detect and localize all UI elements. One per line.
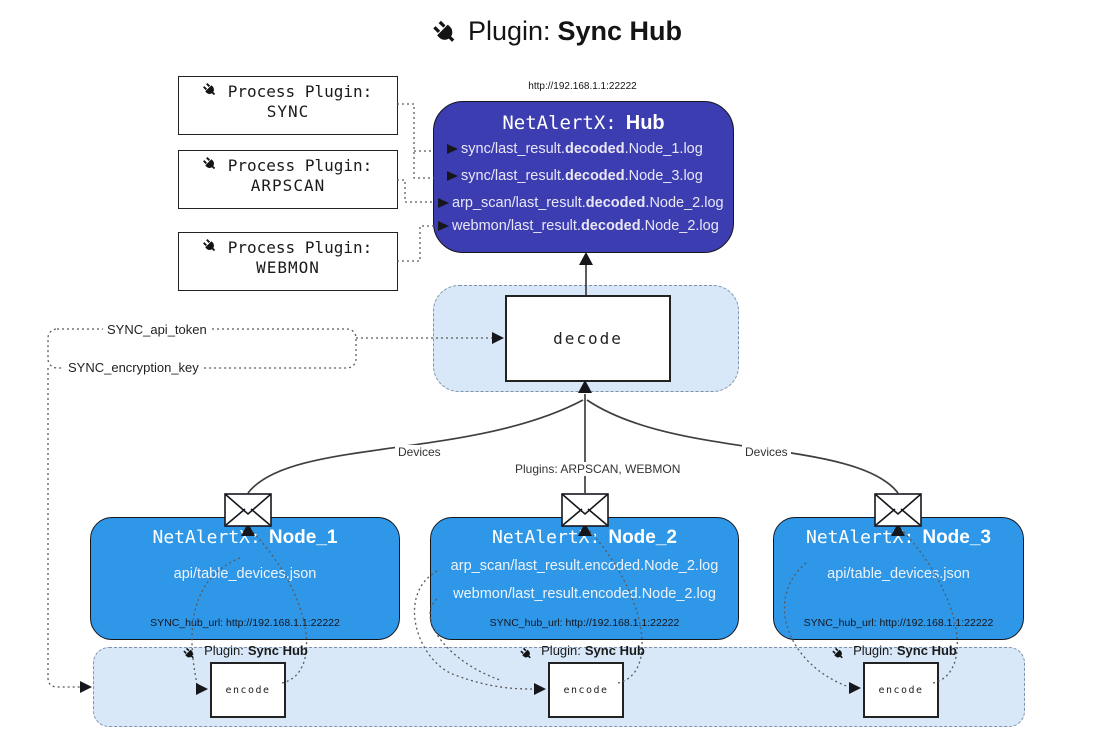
hub-log-row: sync/last_result.decoded.Node_1.log xyxy=(438,139,703,159)
process-plugin-name: ARPSCAN xyxy=(250,176,326,195)
hub-log-row: webmon/last_result.decoded.Node_2.log xyxy=(438,216,719,236)
netalertx-node2-box: NetAlertX:Node_2 arp_scan/last_result.en… xyxy=(430,517,739,640)
arrow-right-icon xyxy=(447,171,458,181)
process-plugin-name: SYNC xyxy=(266,102,310,121)
page-title-name: Sync Hub xyxy=(557,16,683,46)
process-plugin-sync-box: Process Plugin: SYNC xyxy=(178,76,398,135)
hub-title-name: Hub xyxy=(625,112,665,134)
arrow-right-icon xyxy=(447,144,458,154)
node-hub-url: SYNC_hub_url: http://192.168.1.1:22222 xyxy=(489,617,680,629)
strip-plugin-label: Plugin:Sync Hub xyxy=(146,643,346,663)
process-plugin-webmon-box: Process Plugin: WEBMON xyxy=(178,232,398,291)
node-hub-url: SYNC_hub_url: http://192.168.1.1:22222 xyxy=(150,617,340,629)
node-hub-url: SYNC_hub_url: http://192.168.1.1:22222 xyxy=(803,617,994,629)
hub-log-text: arp_scan/last_result.decoded.Node_2.log xyxy=(452,195,724,211)
page-title-prefix: Plugin: xyxy=(467,16,551,46)
process-plugin-label: Process Plugin: xyxy=(227,156,373,175)
node-file-label: api/table_devices.json xyxy=(173,566,317,582)
edge-label-devices-left: Devices xyxy=(395,445,444,459)
sync-encryption-key-label: SYNC_encryption_key xyxy=(64,360,203,375)
node-title: NetAlertX:Node_2 xyxy=(491,527,677,548)
plug-icon xyxy=(427,15,469,57)
arrow-right-icon xyxy=(438,221,449,231)
plug-icon xyxy=(199,153,223,177)
process-plugin-label: Process Plugin: xyxy=(227,82,373,101)
process-plugin-label: Process Plugin: xyxy=(227,238,373,257)
plug-icon xyxy=(517,645,538,666)
edge-label-devices-right: Devices xyxy=(742,445,791,459)
decode-label: decode xyxy=(553,329,623,348)
encode-box: encode xyxy=(863,662,939,718)
plug-icon xyxy=(199,235,223,259)
hub-title: NetAlertX: Hub xyxy=(434,112,733,135)
strip-plugin-label: Plugin:Sync Hub xyxy=(795,643,995,663)
plug-icon xyxy=(829,645,850,666)
edge-label-plugins: Plugins: ARPSCAN, WEBMON xyxy=(512,462,684,476)
node-file-label: webmon/last_result.encoded.Node_2.log xyxy=(453,586,716,602)
plug-icon xyxy=(199,79,223,103)
node-file-label: api/table_devices.json xyxy=(827,566,970,582)
encode-label: encode xyxy=(563,684,609,696)
node-file-label: arp_scan/last_result.encoded.Node_2.log xyxy=(450,558,719,574)
arrow-right-icon xyxy=(438,198,449,208)
hub-log-text: sync/last_result.decoded.Node_1.log xyxy=(461,141,703,157)
encode-box: encode xyxy=(210,662,286,718)
strip-plugin-label: Plugin:Sync Hub xyxy=(483,643,683,663)
sync-api-token-label: SYNC_api_token xyxy=(103,322,211,337)
encode-label: encode xyxy=(878,684,924,696)
encode-box: encode xyxy=(548,662,624,718)
process-plugin-arpscan-box: Process Plugin: ARPSCAN xyxy=(178,150,398,209)
hub-title-prefix: NetAlertX: xyxy=(502,112,617,134)
process-plugin-name: WEBMON xyxy=(256,258,320,277)
node-title: NetAlertX:Node_3 xyxy=(805,527,991,548)
decode-box: decode xyxy=(505,295,671,382)
netalertx-node3-box: NetAlertX:Node_3 api/table_devices.json … xyxy=(773,517,1024,640)
plug-icon xyxy=(180,645,201,666)
netalertx-hub-box: NetAlertX: Hub sync/last_result.decoded.N… xyxy=(433,101,734,253)
node-title: NetAlertX:Node_1 xyxy=(152,527,338,548)
encode-label: encode xyxy=(225,684,271,696)
page-title: Plugin:Sync Hub xyxy=(0,16,1117,52)
netalertx-node1-box: NetAlertX:Node_1 api/table_devices.json … xyxy=(90,517,400,640)
hub-url-label: http://192.168.1.1:22222 xyxy=(528,81,637,92)
hub-log-text: webmon/last_result.decoded.Node_2.log xyxy=(452,218,719,234)
hub-log-text: sync/last_result.decoded.Node_3.log xyxy=(461,168,703,184)
hub-log-row: sync/last_result.decoded.Node_3.log xyxy=(438,166,703,186)
hub-log-row: arp_scan/last_result.decoded.Node_2.log xyxy=(438,193,724,213)
